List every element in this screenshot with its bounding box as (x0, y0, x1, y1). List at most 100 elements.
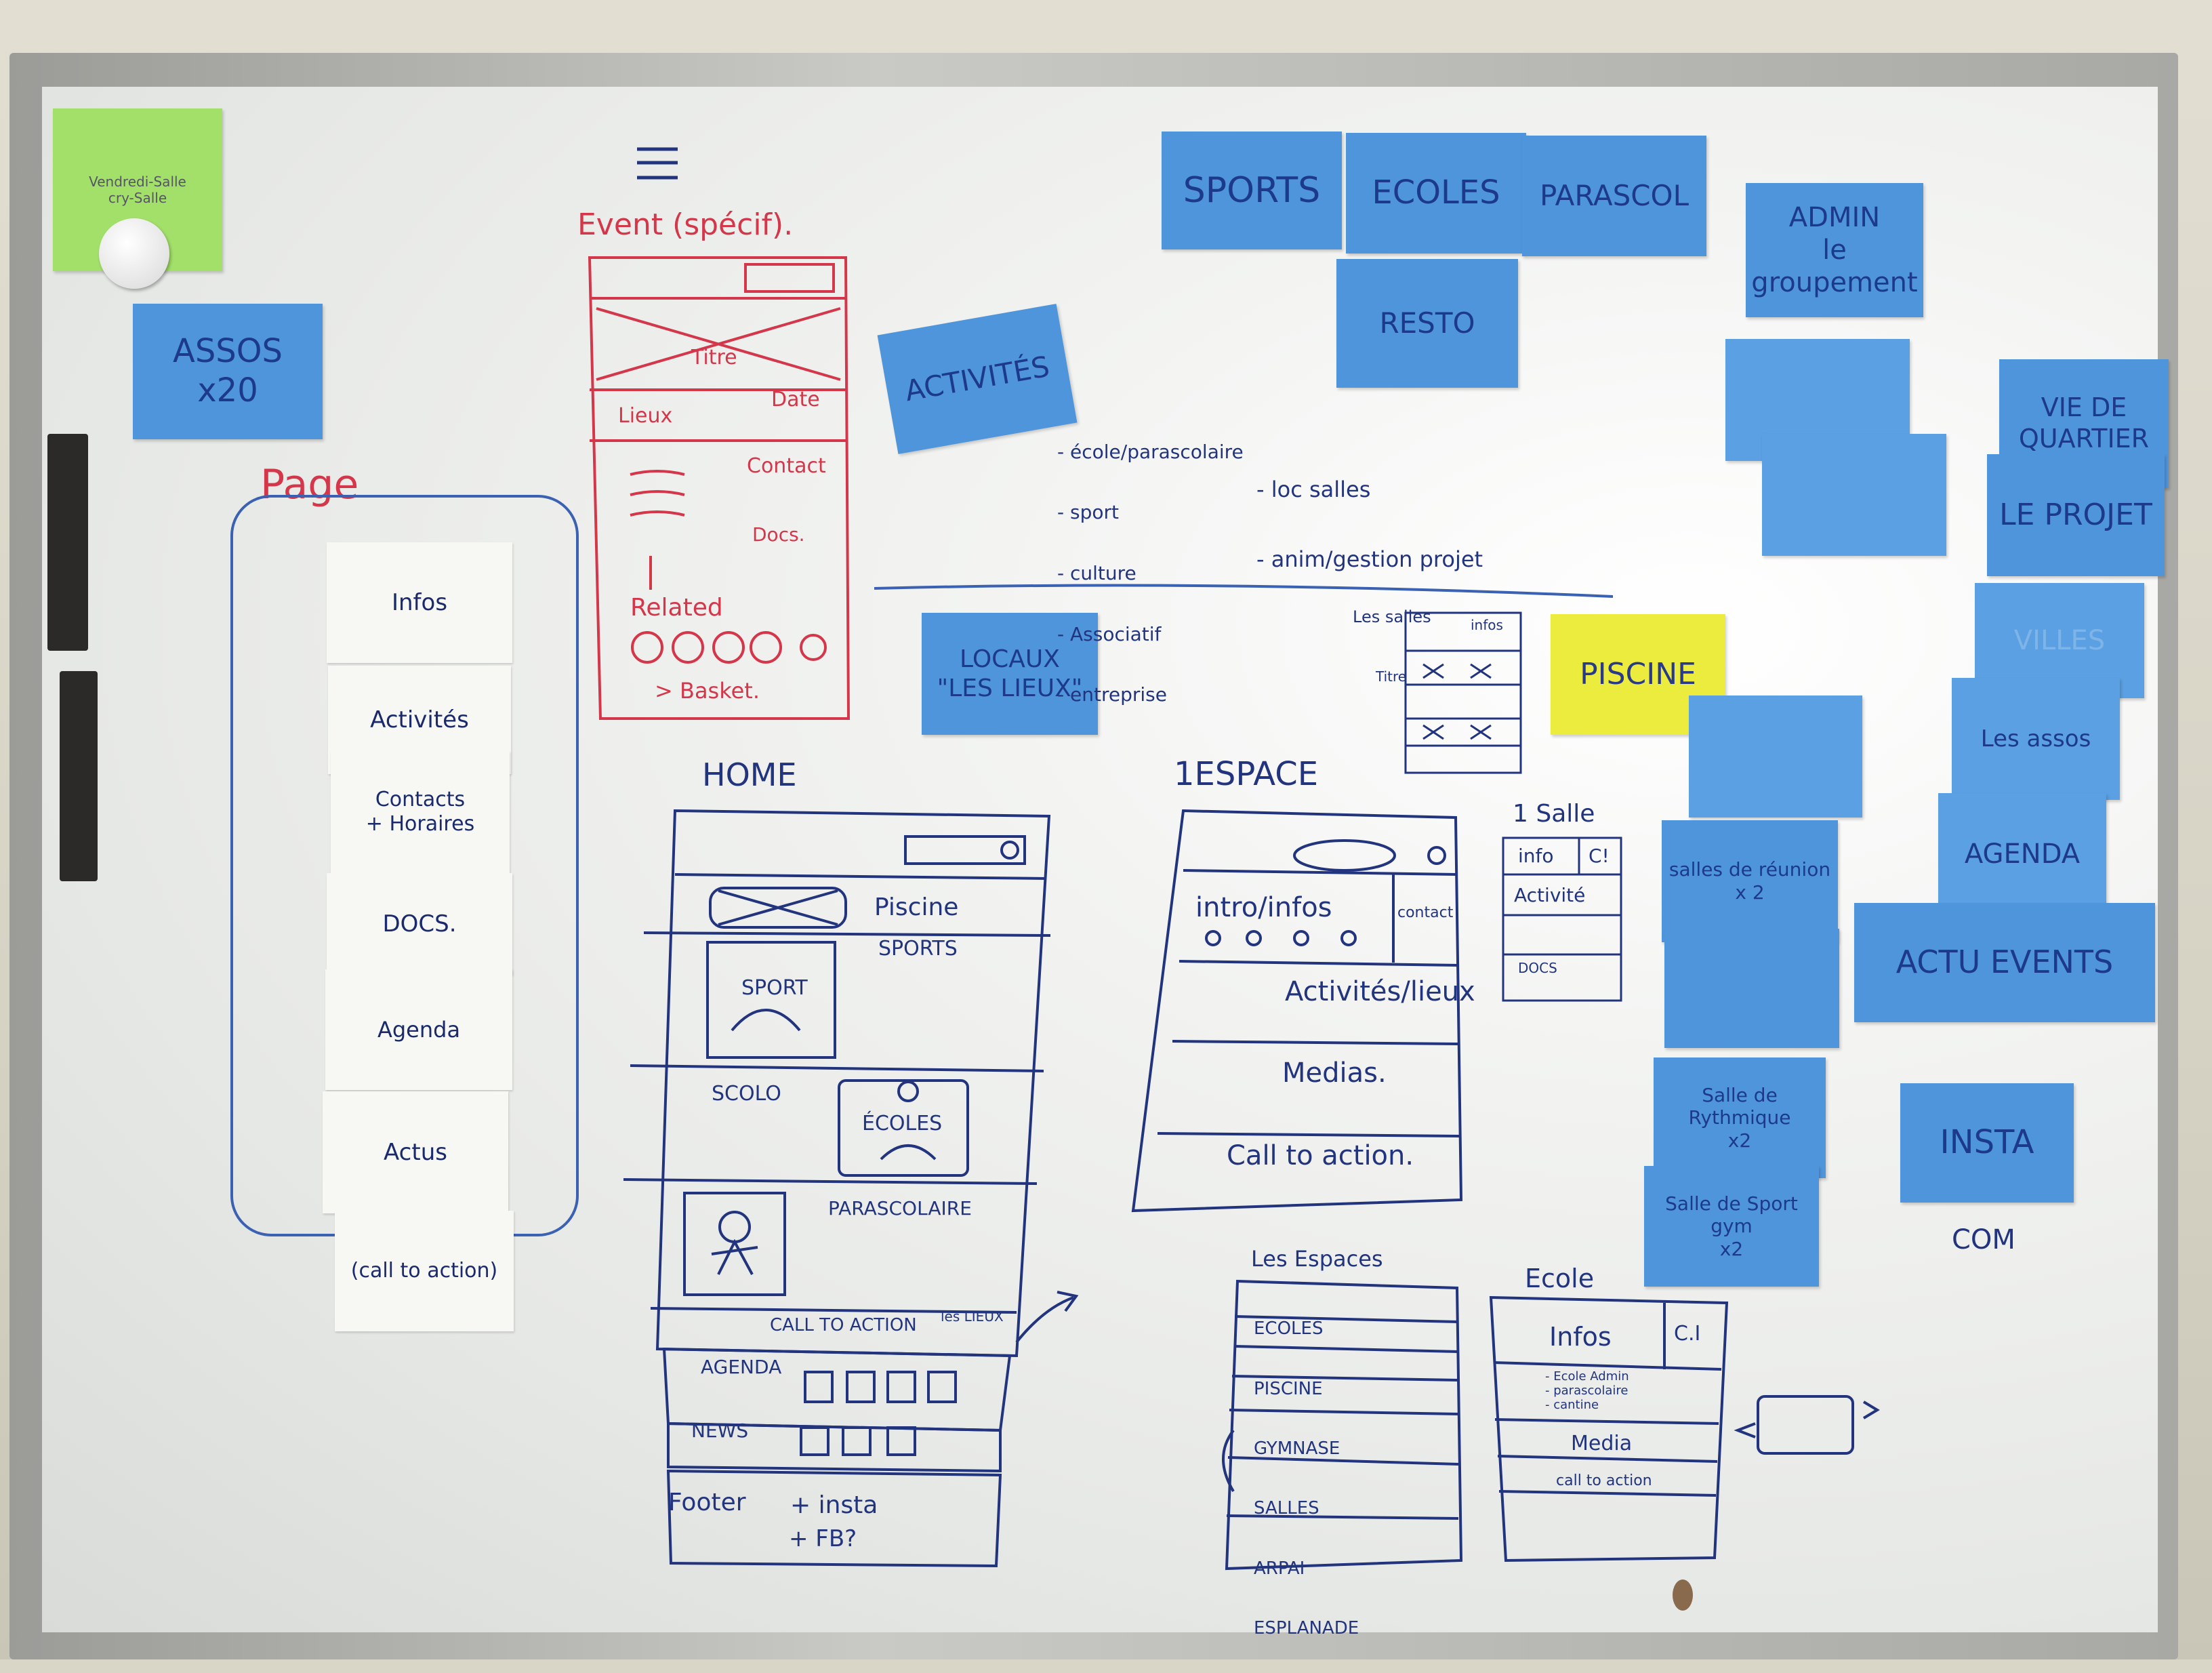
magnet-strip (60, 671, 98, 881)
espace-label-intro: intro/infos (1195, 892, 1332, 923)
actu-events-sticky-note: ACTU EVENTS (1854, 903, 2155, 1022)
page-card-contacts: Contacts + Horaires (331, 751, 510, 873)
les-salles-label: infos (1471, 617, 1503, 633)
espaces-list-item: ARPAI (1254, 1558, 1305, 1579)
home-label-fb: + FB? (789, 1525, 857, 1552)
ecole-label-list: - Ecole Admin - parascolaire - cantine (1545, 1369, 1629, 1412)
espace-label-activites: Activités/lieux (1285, 976, 1475, 1007)
page-card-call-to-action: (call to action) (335, 1211, 514, 1331)
salle-label-docs: DOCS (1518, 960, 1557, 976)
event-field-contact: Contact (747, 454, 826, 478)
home-label-scolo: SCOLO (712, 1082, 781, 1106)
home-label-sports: SPORTS (878, 937, 958, 961)
salle-sport-sticky-note: Salle de Sport gym x2 (1644, 1166, 1819, 1287)
activity-list: - école/parascolaire - sport - culture -… (1057, 407, 1244, 741)
home-label-news: NEWS (691, 1419, 749, 1442)
home-label-agenda: AGENDA (701, 1356, 782, 1378)
faded-sticky-note (1762, 434, 1946, 556)
espace-label-call-to-action: Call to action. (1227, 1140, 1414, 1171)
ecole-label-media: Media (1571, 1432, 1633, 1455)
home-label-call-to-action: CALL TO ACTION (770, 1315, 917, 1335)
assos-sticky-note: ASSOS x20 (133, 304, 323, 439)
espaces-list-item: ECOLES (1254, 1318, 1324, 1339)
activity-item: - entreprise (1057, 683, 1167, 706)
espaces-list-items: ECOLES PISCINE GYMNASE SALLES ARPAI ESPL… (1254, 1284, 1359, 1673)
home-label-insta: + insta (790, 1491, 878, 1519)
magnet-strip (47, 434, 88, 651)
espaces-list-item: GYMNASE (1254, 1438, 1340, 1459)
le-projet-sticky-note: LE PROJET (1987, 454, 2165, 576)
home-label-les-lieux: les LIEUX (941, 1308, 1004, 1325)
espace-label-contact: contact (1397, 904, 1454, 921)
les-salles-title: Les salles (1353, 607, 1431, 626)
salle-reunion-sticky-note (1689, 696, 1862, 818)
activity-list-2: - loc salles - anim/gestion projet (1256, 438, 1483, 611)
salle-sticky-note (1664, 929, 1839, 1048)
event-field-lieux: Lieux (618, 404, 673, 428)
salle-label-info: info (1518, 845, 1554, 867)
green-note-line1: Vendredi-Salle (89, 174, 186, 190)
page-label: Page (260, 461, 359, 508)
agenda-sticky-note: AGENDA (1938, 793, 2106, 915)
salle-label-activite: Activité (1514, 884, 1586, 906)
home-label-parascolaire: PARASCOLAIRE (828, 1197, 972, 1220)
green-note-line2: cry-Salle (108, 190, 167, 206)
ecole-label-infos: Infos (1549, 1322, 1612, 1352)
event-title: Event (spécif). (577, 207, 794, 242)
les-salles-label: Titre (1376, 668, 1407, 685)
home-title: HOME (702, 757, 797, 793)
espaces-list-item: SALLES (1254, 1498, 1319, 1519)
ecole-title: Ecole (1525, 1264, 1595, 1293)
page-card-docs: DOCS. (327, 873, 512, 975)
activity-item: - école/parascolaire (1057, 440, 1244, 463)
round-magnet (99, 218, 169, 289)
parascol-sticky-note: PARASCOL (1522, 136, 1706, 256)
activity-item: - anim/gestion projet (1256, 546, 1483, 572)
event-field-titre: Titre (691, 346, 737, 369)
activity-item: - Associatif (1057, 622, 1162, 645)
pushpin (1673, 1579, 1693, 1611)
salle-label-ci: C! (1589, 845, 1610, 867)
home-label-ecoles: ÉCOLES (862, 1112, 943, 1135)
event-field-related: Related (630, 594, 723, 622)
page-card-agenda: Agenda (325, 969, 512, 1090)
espaces-list-item: ESPLANADE (1254, 1618, 1359, 1639)
ecole-label-call-to-action: call to action (1556, 1472, 1652, 1489)
salle-rythmique-sticky-note: Salle de Rythmique x2 (1654, 1057, 1826, 1178)
activity-item: - culture (1057, 561, 1136, 584)
home-label-sport: SPORT (741, 976, 808, 1000)
sports-sticky-note: SPORTS (1162, 132, 1342, 249)
page-card-actus: Actus (323, 1091, 508, 1213)
home-label-footer: Footer (668, 1489, 746, 1516)
ecole-label-ci: C.I (1674, 1322, 1701, 1346)
com-label: COM (1952, 1224, 2015, 1255)
event-field-docs: Docs. (752, 523, 805, 546)
espace-title: 1ESPACE (1174, 755, 1319, 793)
ecoles-sticky-note: ECOLES (1346, 133, 1526, 254)
locaux-sticky-note: LOCAUX "LES LIEUX" (922, 613, 1098, 735)
page-card-infos: Infos (327, 542, 512, 663)
salle-title: 1 Salle (1513, 800, 1595, 828)
resto-sticky-note: RESTO (1336, 259, 1518, 388)
salle-sticky-note: salles de réunion x 2 (1662, 820, 1838, 942)
insta-sticky-note: INSTA (1900, 1083, 2074, 1203)
admin-sticky-note: ADMIN le groupement (1746, 183, 1923, 317)
assos-list-sticky-note: Les assos (1952, 678, 2120, 800)
espace-label-medias: Medias. (1282, 1057, 1387, 1089)
activity-item: - loc salles (1256, 477, 1371, 503)
home-label-piscine: Piscine (874, 893, 959, 921)
event-field-date: Date (771, 388, 820, 411)
event-field-basket: > Basket. (655, 678, 760, 704)
espaces-list-item: PISCINE (1254, 1378, 1323, 1399)
activity-item: - sport (1057, 501, 1119, 524)
espaces-list-title: Les Espaces (1251, 1246, 1383, 1272)
